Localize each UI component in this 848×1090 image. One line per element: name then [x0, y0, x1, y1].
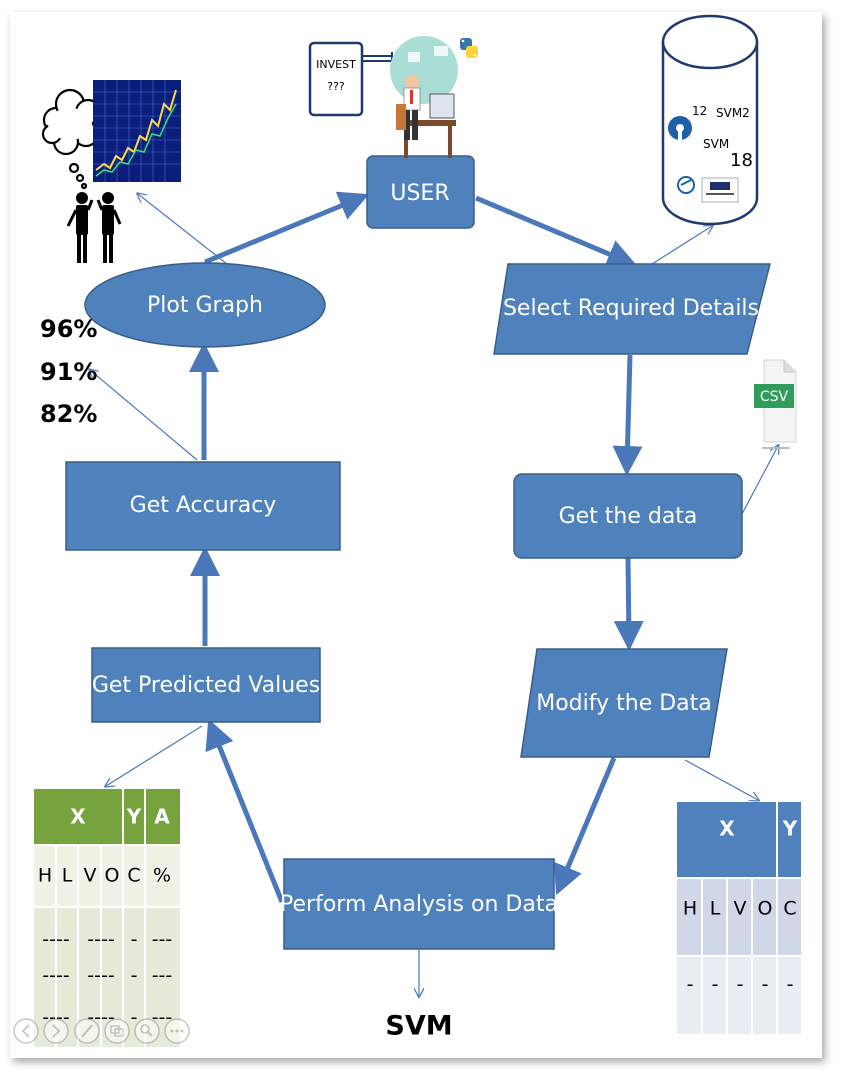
invest-note-line1: INVEST	[316, 58, 356, 71]
person-icon	[96, 192, 122, 263]
table-left-cell: H	[38, 865, 52, 887]
get-predicted-box: Get Predicted Values	[91, 647, 321, 723]
table-left-cell: %	[153, 865, 171, 887]
svm-label: SVM	[385, 1011, 452, 1042]
flow-arrows	[189, 191, 644, 903]
table-right-cell: L	[710, 898, 721, 920]
table-left-cell: -	[131, 929, 138, 951]
perform-analysis-box: Perform Analysis on Data	[280, 858, 558, 950]
table-right-cell: -	[762, 974, 769, 996]
thought-cloud-icon	[41, 88, 102, 190]
table-left-cell: C	[127, 865, 140, 887]
next-icon[interactable]	[43, 1018, 69, 1044]
user-box: USER	[366, 155, 475, 229]
user-label: USER	[390, 181, 449, 206]
table-right-cell: H	[683, 898, 697, 920]
table-left-cell: ----	[42, 965, 69, 987]
csv-file-icon: CSV	[754, 359, 797, 449]
flowchart-canvas: USER Select Required Details Get the dat…	[13, 14, 801, 1047]
pointer-predicted-to-table	[106, 725, 203, 786]
plot-graph-label: Plot Graph	[147, 293, 263, 318]
table-right-header-y: Y	[782, 817, 798, 841]
table-left-header-x: X	[70, 805, 86, 829]
modify-data-label: Modify the Data	[536, 691, 712, 716]
plot-graph-ellipse: Plot Graph	[84, 262, 326, 348]
select-details-label: Select Required Details	[503, 296, 759, 321]
prev-icon[interactable]	[13, 1018, 39, 1044]
get-data-box: Get the data	[513, 473, 743, 559]
slide: USER Select Required Details Get the dat…	[10, 12, 822, 1058]
arrow-user-to-select	[475, 195, 638, 269]
table-left-header-a: A	[154, 805, 170, 829]
table-left-cell: L	[62, 865, 73, 887]
table-right-cell: O	[758, 898, 773, 920]
table-right-cell: V	[734, 898, 747, 920]
zoom-icon[interactable]	[134, 1018, 160, 1044]
arrow-select-to-getdata	[612, 354, 643, 476]
table-right: X Y H L V O C - - - - -	[677, 802, 801, 1034]
get-predicted-label: Get Predicted Values	[92, 673, 320, 698]
table-left-cell: ----	[87, 965, 114, 987]
table-left: X Y A H L V O C % ---- ---- - --- ---- -…	[34, 789, 180, 1047]
table-left-cell: O	[105, 865, 120, 887]
accuracy-value-3: 82%	[40, 400, 97, 428]
perform-analysis-label: Perform Analysis on Data	[280, 892, 558, 917]
slides-icon[interactable]	[104, 1018, 130, 1044]
table-left-cell: ----	[42, 929, 69, 951]
pen-icon[interactable]	[74, 1018, 100, 1044]
database-label-b: SVM2	[716, 106, 750, 120]
table-right-cell: C	[783, 898, 796, 920]
table-left-cell: ---	[152, 965, 173, 987]
invest-note: INVEST ???	[308, 41, 393, 117]
table-right-cell: -	[712, 974, 719, 996]
pointer-modify-to-table	[684, 759, 758, 800]
modify-data-box: Modify the Data	[520, 648, 728, 758]
bank-logo-icon	[668, 116, 692, 140]
accuracy-values: 96% 91% 82%	[40, 315, 97, 428]
invest-note-line2: ???	[327, 80, 345, 93]
database-label-a: 12	[692, 104, 707, 118]
stock-chart-picture	[93, 80, 181, 188]
table-right-cell: -	[787, 974, 794, 996]
table-right-header-x: X	[719, 817, 735, 841]
select-details-box: Select Required Details	[493, 263, 771, 355]
arrow-modify-to-analysis	[553, 757, 617, 896]
pointer-plot-to-chart	[138, 194, 233, 269]
pointer-arrows	[90, 194, 778, 996]
get-data-label: Get the data	[559, 504, 698, 529]
table-right-cell: -	[687, 974, 694, 996]
table-left-cell: ----	[87, 929, 114, 951]
arrow-getdata-to-modify	[613, 557, 644, 651]
slideshow-toolbar	[13, 1018, 190, 1044]
arrow-plot-to-user	[204, 191, 370, 265]
accuracy-value-2: 91%	[40, 358, 97, 386]
pointer-getdata-to-csv	[741, 446, 778, 515]
database-label-c: SVM	[703, 137, 729, 151]
csv-icon-label: CSV	[760, 389, 789, 405]
company-logo-icon	[701, 177, 739, 203]
table-left-cell: V	[84, 865, 97, 887]
pointer-accuracy-to-pcts	[90, 370, 198, 461]
table-right-cell: -	[737, 974, 744, 996]
user-at-desk-icon	[390, 36, 458, 158]
table-left-cell: -	[131, 965, 138, 987]
arrow-analysis-to-predicted	[205, 718, 285, 903]
table-left-cell: -	[131, 1007, 138, 1029]
database-label-d: 18	[730, 150, 753, 171]
accuracy-value-1: 96%	[40, 315, 97, 343]
table-left-cell: ---	[152, 929, 173, 951]
get-accuracy-box: Get Accuracy	[65, 461, 341, 551]
get-accuracy-label: Get Accuracy	[130, 493, 277, 518]
lt-logo-icon	[677, 176, 695, 194]
more-icon[interactable]	[164, 1018, 190, 1044]
database-cylinder: 12 SVM2 SVM 18	[661, 14, 759, 226]
pointer-select-to-database	[651, 226, 712, 265]
table-left-header-y: Y	[126, 805, 142, 829]
python-logo-icon	[460, 38, 478, 58]
person-icon	[66, 192, 94, 263]
